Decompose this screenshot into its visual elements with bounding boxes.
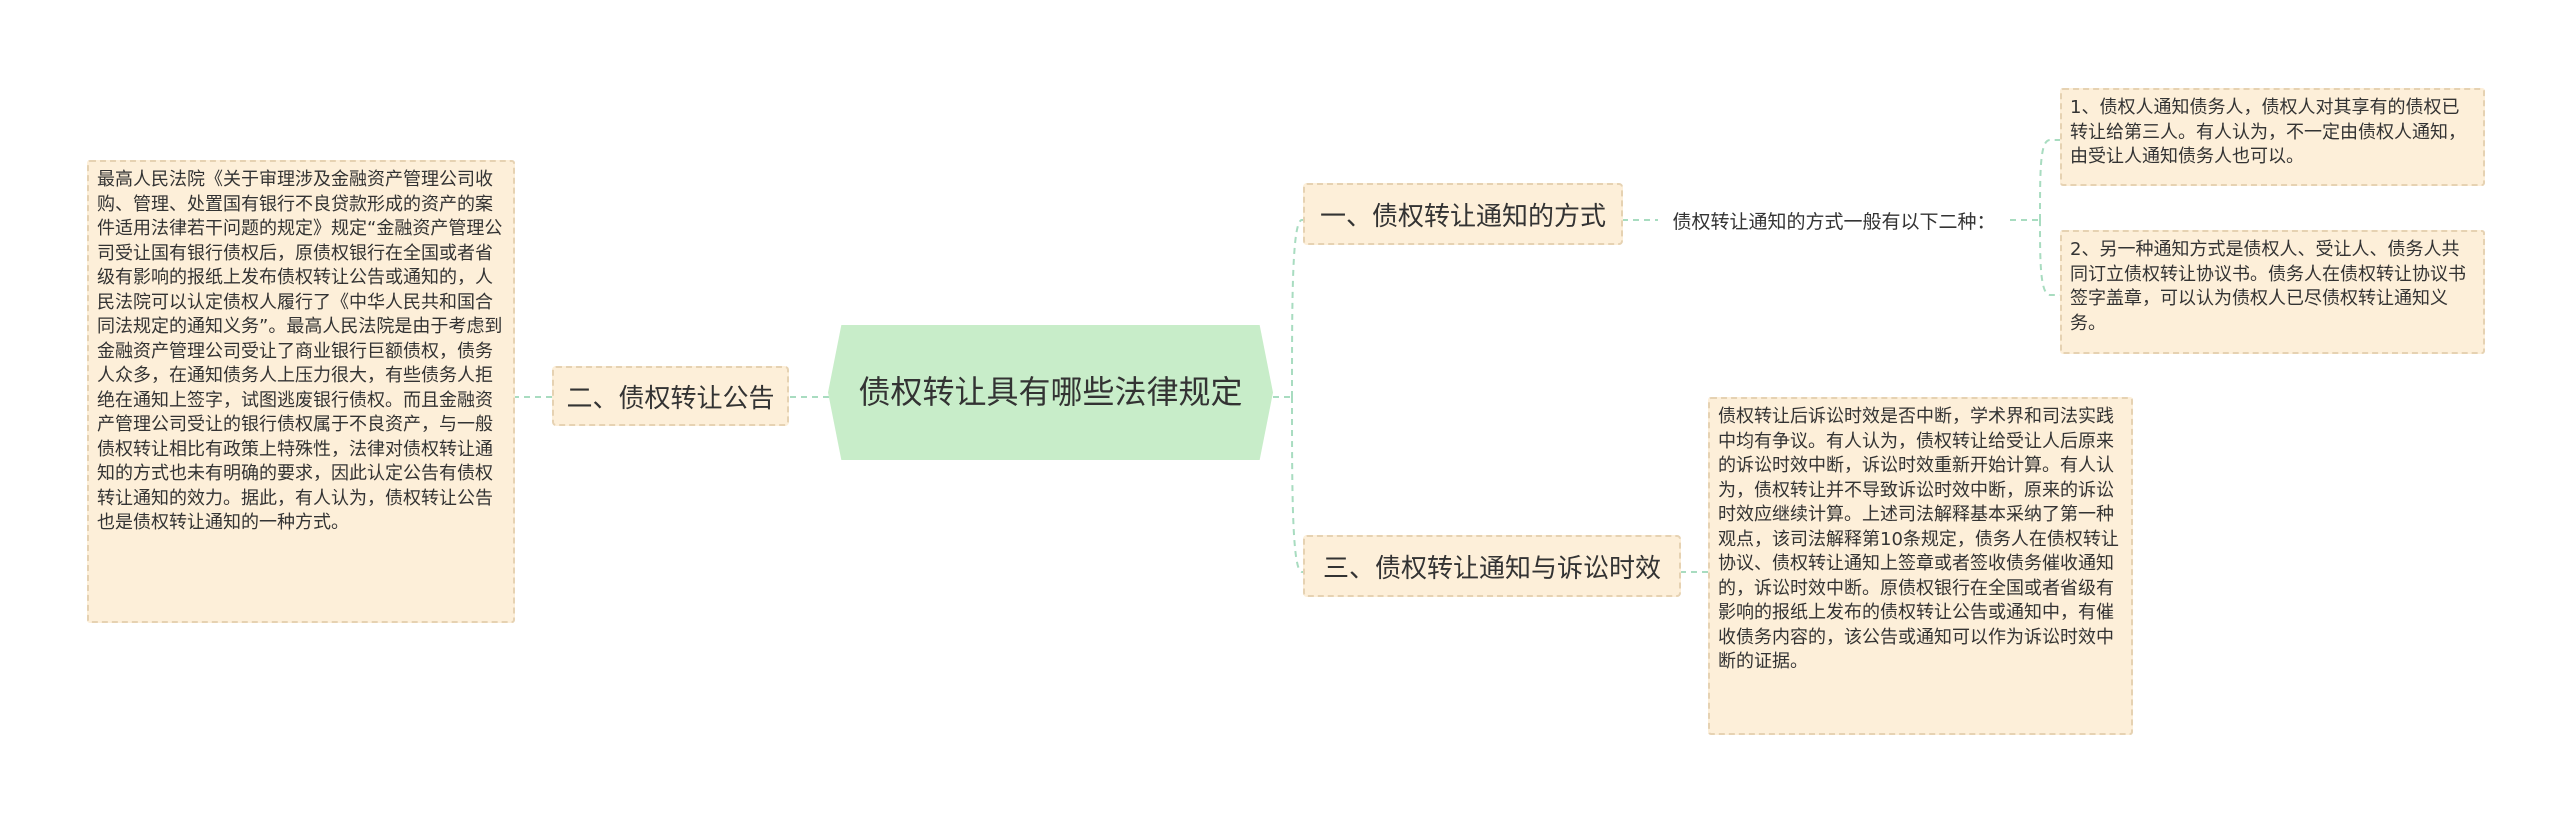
litigation-detail-text: 债权转让后诉讼时效是否中断，学术界和司法实践中均有争议。有人认为，债权转让给受让… xyxy=(1718,406,2119,672)
method-intro[interactable]: 债权转让通知的方式一般有以下二种： xyxy=(1658,200,2010,240)
branch-method[interactable]: 一、债权转让通知的方式 xyxy=(1303,183,1623,245)
branch-litigation[interactable]: 三、债权转让通知与诉讼时效 xyxy=(1303,535,1681,597)
announcement-detail-text: 最高人民法院《关于审理涉及金融资产管理公司收购、管理、处置国有银行不良贷款形成的… xyxy=(97,169,503,533)
method-item-1[interactable]: 1、债权人通知债务人，债权人对其享有的债权已转让给第三人。有人认为，不一定由债权… xyxy=(2060,88,2485,186)
method-item-2[interactable]: 2、另一种通知方式是债权人、受让人、债务人共同订立债权转让协议书。债务人在债权转… xyxy=(2060,230,2485,354)
edge-root-litigation xyxy=(1291,396,1312,573)
root-topic-label: 债权转让具有哪些法律规定 xyxy=(858,373,1243,411)
root-topic[interactable]: 债权转让具有哪些法律规定 xyxy=(828,325,1273,460)
branch-announcement[interactable]: 二、债权转让公告 xyxy=(552,366,789,426)
method-intro-text: 债权转让通知的方式一般有以下二种： xyxy=(1672,210,1996,233)
branch-litigation-label: 三、债权转让通知与诉讼时效 xyxy=(1322,553,1661,584)
method-item-1-text: 1、债权人通知债务人，债权人对其享有的债权已转让给第三人。有人认为，不一定由债权… xyxy=(2070,97,2466,167)
branch-method-label: 一、债权转让通知的方式 xyxy=(1319,201,1606,232)
edge-intro-item1 xyxy=(2039,139,2060,221)
branch-announcement-label: 二、债权转让公告 xyxy=(566,383,775,414)
litigation-detail[interactable]: 债权转让后诉讼时效是否中断，学术界和司法实践中均有争议。有人认为，债权转让给受让… xyxy=(1708,397,2133,735)
announcement-detail[interactable]: 最高人民法院《关于审理涉及金融资产管理公司收购、管理、处置国有银行不良贷款形成的… xyxy=(87,160,515,623)
edge-root-method xyxy=(1291,219,1312,398)
method-item-2-text: 2、另一种通知方式是债权人、受让人、债务人共同订立债权转让协议书。债务人在债权转… xyxy=(2070,239,2466,334)
edge-intro-item2 xyxy=(2039,219,2060,296)
